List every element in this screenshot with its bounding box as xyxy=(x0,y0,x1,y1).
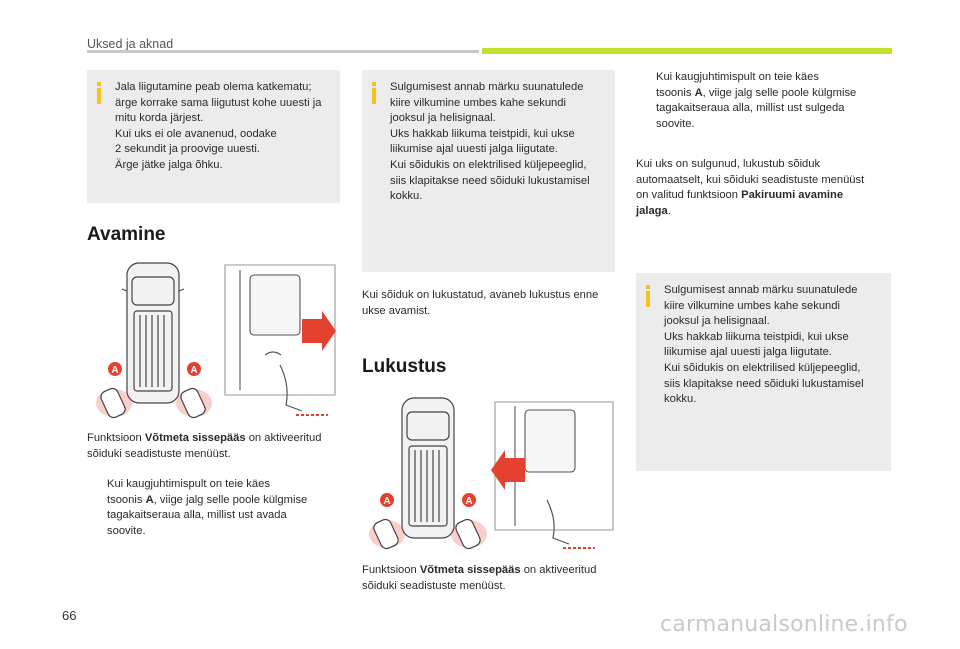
auto-lock-text: Kui uks on sulgunud, lukustub sõiduk aut… xyxy=(636,157,896,219)
illustration-locking: A A xyxy=(369,397,614,550)
opening-function-text: Funktsioon Võtmeta sissepääs on aktiveer… xyxy=(87,431,347,462)
func-line2: sõiduki seadistuste menüüst. xyxy=(362,579,506,592)
header-rule-grey xyxy=(87,50,479,53)
page-number: 66 xyxy=(62,608,77,623)
van-side-view xyxy=(224,264,336,396)
bullet-line3: tagakaitseraua alla, millist ust sulgeda xyxy=(656,102,845,115)
note-box-foot-motion: Jala liigutamine peab olema katkematu; ä… xyxy=(87,70,340,203)
leg-illustration xyxy=(279,364,303,412)
info-icon xyxy=(643,285,655,307)
bullet-line1: Kui kaugjuhtimispult on teie käes xyxy=(656,71,819,83)
note-text: Sulgumisest annab märku suunatulede kiir… xyxy=(664,284,864,406)
bullet-l2-bold: A xyxy=(694,86,703,99)
slide-open-arrow xyxy=(302,311,336,351)
locked-line2: ukse avamist. xyxy=(362,304,431,317)
zone-a-label-right: A xyxy=(465,496,472,507)
bullet-l2-pre: tsoonis xyxy=(656,86,695,99)
van-top-view xyxy=(121,262,185,404)
closed-line1: Kui uks on sulgunud, lukustub sõiduk xyxy=(636,158,821,170)
opening-bullet: Kui kaugjuhtimispult on teie käes tsooni… xyxy=(87,477,347,539)
zone-a-label-left: A xyxy=(383,496,390,507)
note-box-closing-signal: Sulgumisest annab märku suunatulede kiir… xyxy=(362,70,615,272)
zone-a-label-right: A xyxy=(190,365,197,376)
section-title-opening: Avamine xyxy=(87,224,166,245)
zone-a-marker-left xyxy=(380,493,394,507)
note-text: Jala liigutamine peab olema katkematu; ä… xyxy=(115,81,322,171)
leg-illustration xyxy=(546,499,570,545)
closed-line2: automaatselt, kui sõiduki seadistuste me… xyxy=(636,173,865,186)
bullet-l2-bold: A xyxy=(145,493,154,506)
van-top-view xyxy=(401,397,455,539)
watermark: carmanualsonline.info xyxy=(660,612,908,637)
bullet-l2-post: , viige jalg selle poole külgmise xyxy=(153,493,308,506)
key-fob-right xyxy=(451,518,487,550)
zone-a-marker-right xyxy=(462,493,476,507)
bullet-line4: soovite. xyxy=(107,524,146,537)
locked-line1: Kui sõiduk on lukustatud, avaneb lukustu… xyxy=(362,289,599,301)
closed-l4-post: . xyxy=(667,204,671,217)
bullet-l2-pre: tsoonis xyxy=(107,493,146,506)
bullet-line4: soovite. xyxy=(656,117,695,130)
closed-l3-pre: on valitud funktsioon xyxy=(636,189,742,202)
locking-function-text: Funktsioon Võtmeta sissepääs on aktiveer… xyxy=(362,563,622,594)
zone-a-marker-right xyxy=(187,362,201,376)
illustration-opening: A A xyxy=(96,262,336,419)
closed-l4-bold: jalaga xyxy=(636,204,668,217)
note-text: Sulgumisest annab märku suunatulede kiir… xyxy=(390,81,590,203)
info-icon xyxy=(94,82,106,104)
func-bold: Võtmeta sissepääs xyxy=(144,432,246,444)
closing-bullet: Kui kaugjuhtimispult on teie käes tsooni… xyxy=(636,70,896,132)
locked-unlock-text: Kui sõiduk on lukustatud, avaneb lukustu… xyxy=(362,288,622,319)
func-post: on aktiveeritud xyxy=(245,432,322,444)
key-fob-left xyxy=(369,518,405,550)
func-bold: Võtmeta sissepääs xyxy=(419,564,521,576)
func-line2: sõiduki seadistuste menüüst. xyxy=(87,447,231,460)
key-fob-left xyxy=(96,387,132,419)
bullet-line1: Kui kaugjuhtimispult on teie käes xyxy=(107,478,270,490)
header-rule-green xyxy=(482,48,892,54)
zone-a-marker-left xyxy=(108,362,122,376)
section-header: Uksed ja aknad xyxy=(87,37,174,51)
info-icon xyxy=(369,82,381,104)
note-box-closing-signal-2: Sulgumisest annab märku suunatulede kiir… xyxy=(636,273,891,471)
bullet-line3: tagakaitseraua alla, millist ust avada xyxy=(107,509,287,522)
bullet-l2-post: , viige jalg selle poole külgmise xyxy=(702,86,857,99)
slide-close-arrow xyxy=(491,450,525,490)
func-post: on aktiveeritud xyxy=(520,564,597,576)
closed-l3-bold: Pakiruumi avamine xyxy=(741,189,844,202)
zone-a-label-left: A xyxy=(111,365,118,376)
func-pre: Funktsioon xyxy=(362,564,420,576)
section-title-locking: Lukustus xyxy=(362,356,447,377)
key-fob-right xyxy=(176,387,212,419)
func-pre: Funktsioon xyxy=(87,432,145,444)
